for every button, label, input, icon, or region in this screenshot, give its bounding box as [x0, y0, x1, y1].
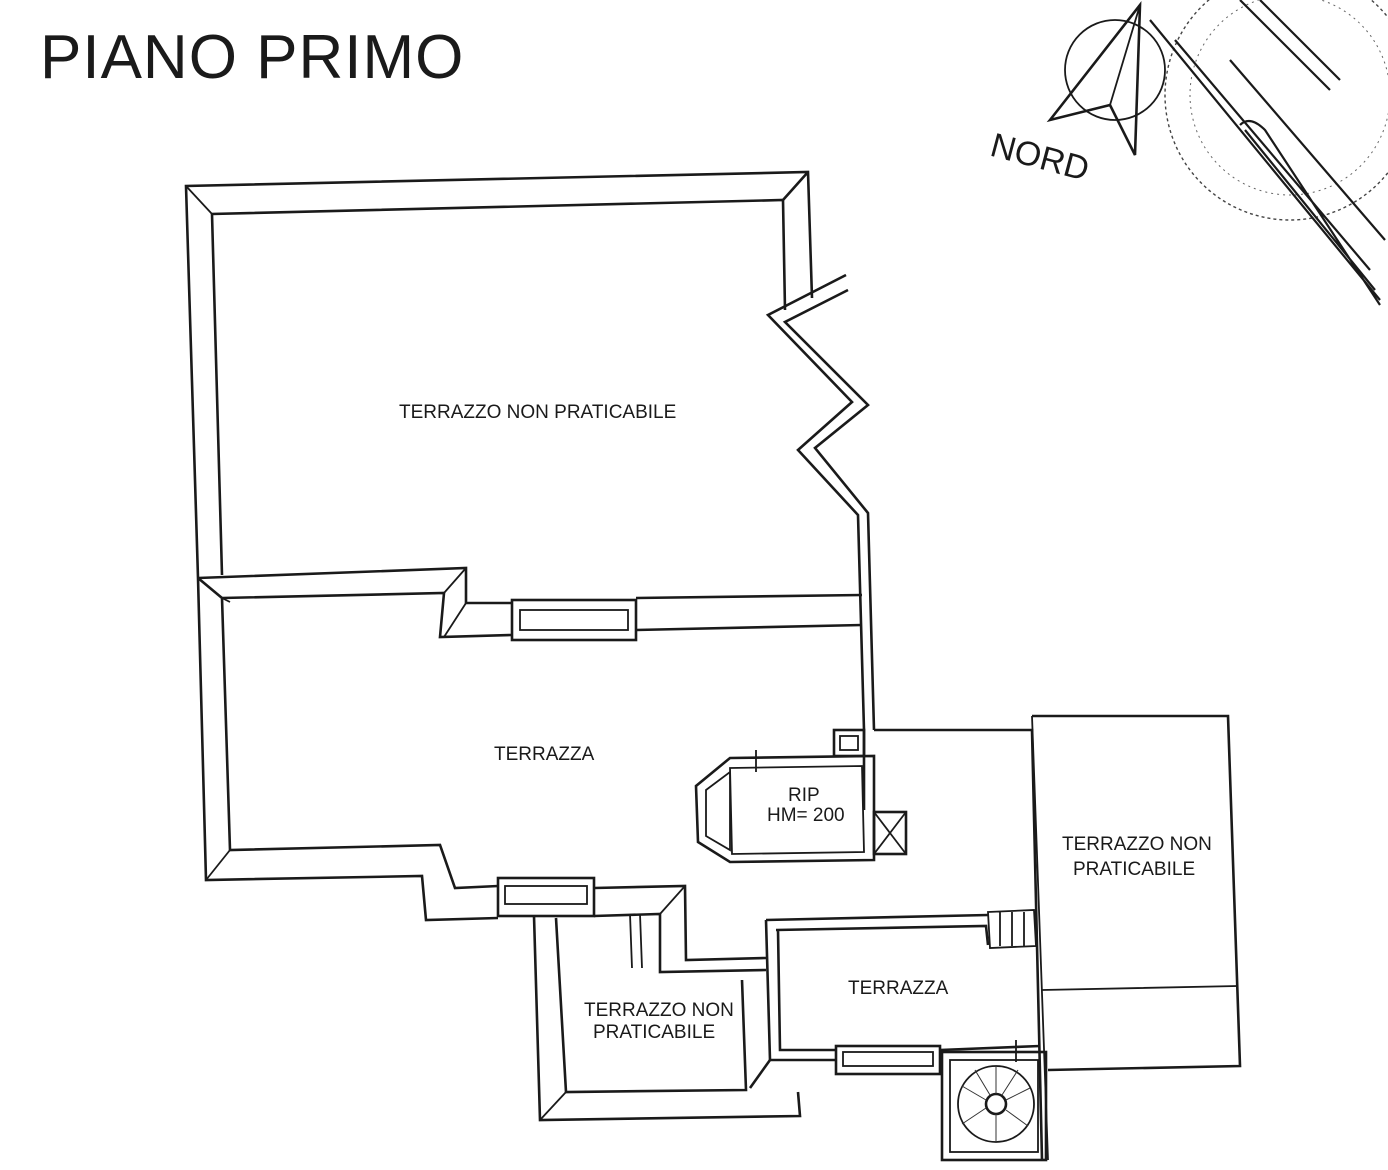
spiral-stair-icon [940, 1040, 1048, 1162]
signature-icon [1149, 0, 1386, 306]
wall-lower-right [748, 909, 1041, 1089]
north-compass-icon [1046, 1, 1166, 156]
room-label-rip: RIP [788, 785, 820, 806]
room-label-terrazzo-top: TERRAZZO NON PRATICABILE [399, 402, 676, 423]
north-label: NORD [987, 126, 1094, 189]
room-label-rip-height: HM= 200 [767, 805, 845, 826]
room-label-terrazza-main: TERRAZZA [494, 744, 595, 765]
room-label-terrazza-small: TERRAZZA [848, 978, 949, 999]
wall-upper-terrace [184, 170, 876, 731]
wall-right-terrace [1031, 714, 1242, 1161]
wall-middle-terrace [196, 566, 863, 922]
room-label-terrazzo-right-2: PRATICABILE [1073, 859, 1195, 880]
room-label-terrazzo-right-1: TERRAZZO NON [1062, 834, 1212, 855]
room-label-terrazzo-small-1: TERRAZZO NON [584, 1000, 734, 1021]
room-label-terrazzo-small-2: PRATICABILE [593, 1022, 715, 1043]
wall-lower-left [532, 884, 802, 1122]
stamp-seal-icon [1164, 0, 1388, 221]
page-title: PIANO PRIMO [40, 23, 465, 92]
